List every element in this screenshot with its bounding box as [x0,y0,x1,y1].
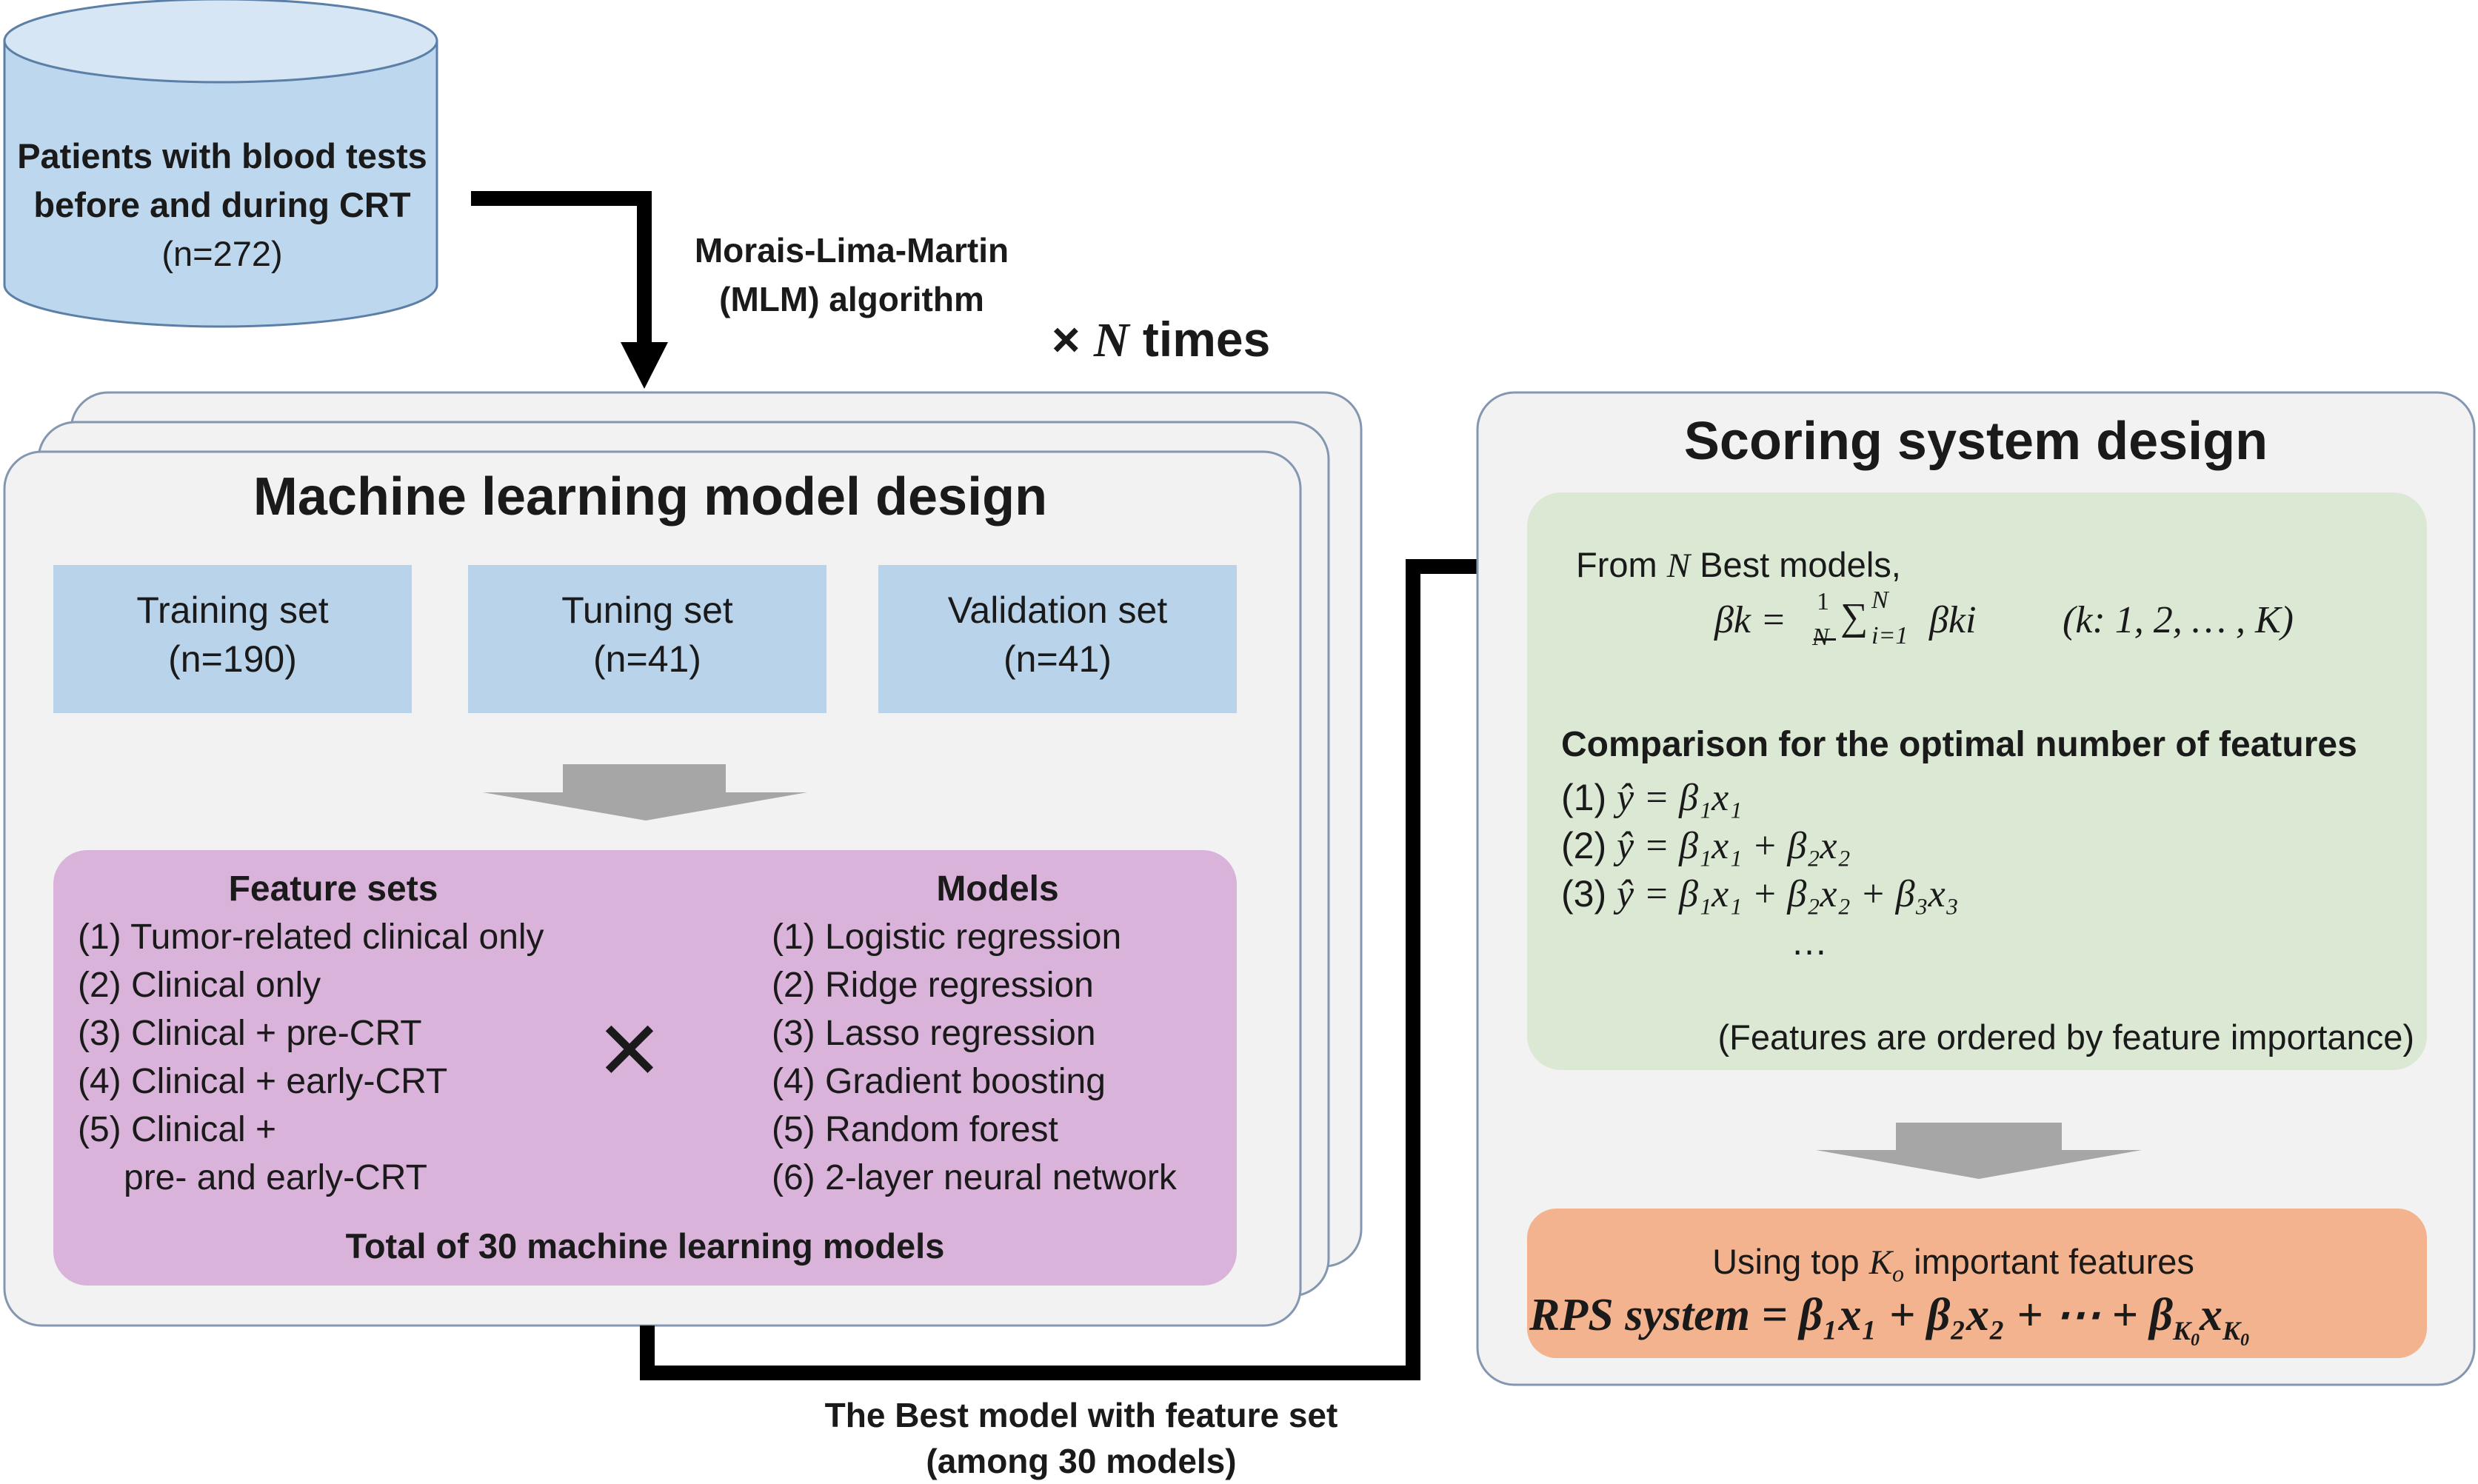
comparison-row-num: (2) [1561,825,1607,866]
best-model-label: The Best model with feature set (among 3… [800,1392,1363,1484]
comparison-row: (3) ŷ = β₁x₁ + β₂x₂ + β₃x₃ [1561,870,2413,918]
comparison-row-eq: ŷ = β₁x₁ + β₂x₂ + β₃x₃ [1617,873,1959,915]
beta-lhs: βk = [1714,599,1787,641]
from-best-models-line: From N Best models, [1576,541,2391,590]
mlm-algorithm-label: Morais-Lima-Martin (MLM) algorithm [652,226,1052,324]
using-variable: K [1868,1243,1893,1282]
rps-x-sub-k: K [2222,1316,2241,1346]
mlm-line1: Morais-Lima-Martin [694,231,1009,270]
model-item: (5) Random forest [772,1110,1058,1149]
comparison-title: Comparison for the optimal number of fea… [1561,725,2357,764]
rps-sub-k: K [2173,1316,2191,1346]
ml-design-title: Machine learning model design [253,467,1048,527]
feature-set-item-continued: pre- and early-CRT [124,1158,427,1197]
feature-set-item: (5) Clinical + [78,1110,277,1149]
from-prefix: From [1576,545,1657,584]
rps-formula: RPS system = β₁x₁ + β₂x₂ + ⋯ + βK0xK0 [1529,1287,2444,1351]
cross-icon: ✕ [595,1006,664,1097]
training-set-count: (n=190) [168,638,297,680]
ml-down-arrow [483,764,807,820]
validation-set-count: (n=41) [1003,638,1112,680]
from-variable: N [1666,547,1691,585]
beta-term: βki [1929,599,1977,641]
tuning-set-count: (n=41) [593,638,701,680]
total-models-label: Total of 30 machine learning models [345,1226,945,1266]
using-subscript: o [1892,1260,1905,1287]
model-item: (6) 2-layer neural network [772,1158,1177,1197]
comparison-rows: (1) ŷ = β₁x₁ (2) ŷ = β₁x₁ + β₂x₂ (3) ŷ =… [1561,774,2413,966]
feature-set-item: (3) Clinical + pre-CRT [78,1014,422,1053]
model-item: (3) Lasso regression [772,1014,1096,1053]
rps-x: x [2200,1290,2223,1340]
best-model-line1: The Best model with feature set [824,1396,1338,1434]
database-line2: before and during CRT [33,185,411,224]
scoring-title: Scoring system design [1683,412,2268,471]
from-suffix: Best models, [1700,545,1901,584]
model-item: (2) Ridge regression [772,966,1094,1005]
models-title: Models [936,869,1059,909]
times-variable: N [1093,313,1129,367]
comparison-ellipsis: … [1791,921,1828,963]
database-label: Patients with blood tests before and dur… [0,132,444,278]
times-symbol: × [1052,312,1081,367]
comparison-row-eq: ŷ = β₁x₁ [1617,777,1743,819]
rps-formula-main: RPS system = β₁x₁ + β₂x₂ + ⋯ + β [1529,1290,2173,1340]
beta-formula: βk = 1 N ∑ N i=1 βki (k: 1, 2, … , K) [1714,586,2418,666]
orange-box [1527,1209,2427,1358]
mlm-line2: (MLM) algorithm [719,280,984,318]
beta-frac-bar [1814,638,1836,641]
times-suffix: times [1142,312,1271,367]
beta-sum: ∑ [1840,596,1868,638]
comparison-row: (1) ŷ = β₁x₁ [1561,774,2413,822]
database-line1: Patients with blood tests [17,136,427,176]
rps-sub-0: 0 [2191,1331,2200,1351]
validation-set-box: Validation set (n=41) [878,565,1237,713]
training-set-label: Training set [136,589,329,631]
using-top-features-line: Using top Ko important features [1529,1241,2377,1287]
scoring-down-arrow [1816,1123,2142,1179]
feature-sets-column: Feature sets (1) Tumor-related clinical … [78,865,596,1202]
models-column: Models (1) Logistic regression (2) Ridge… [772,865,1231,1202]
comparison-row-eq: ŷ = β₁x₁ + β₂x₂ [1617,825,1851,867]
comparison-row-num: (3) [1561,873,1607,915]
validation-set-label: Validation set [947,589,1168,631]
green-box [1527,492,2427,1070]
model-item: (4) Gradient boosting [772,1062,1106,1101]
feature-set-item: (4) Clinical + early-CRT [78,1062,448,1101]
using-suffix: important features [1914,1242,2194,1281]
beta-sum-lower: i=1 [1871,622,1908,649]
mlm-arrow [471,191,668,389]
beta-frac-den: N [1812,624,1829,651]
using-prefix: Using top [1712,1242,1860,1281]
feature-model-box [53,850,1237,1286]
training-set-box: Training set (n=190) [53,565,412,713]
database-count: (n=272) [161,234,283,273]
database-cylinder [3,0,438,328]
feature-set-item: (1) Tumor-related clinical only [78,918,544,957]
best-model-line2: (among 30 models) [926,1442,1237,1480]
model-item: (1) Logistic regression [772,918,1122,957]
beta-range: (k: 1, 2, … , K) [2063,599,2294,641]
beta-sum-upper: N [1871,586,1888,614]
feature-set-item: (2) Clinical only [78,966,321,1005]
tuning-set-label: Tuning set [561,589,733,631]
repeat-label: × N times [1052,311,1333,369]
feature-sets-title: Feature sets [228,869,438,909]
comparison-row-num: (1) [1561,777,1607,818]
tuning-set-box: Tuning set (n=41) [468,565,826,713]
beta-frac-num: 1 [1817,588,1829,615]
feature-ordering-note: (Features are ordered by feature importa… [1717,1017,2414,1057]
comparison-row: (2) ŷ = β₁x₁ + β₂x₂ [1561,822,2413,870]
rps-x-sub-0: 0 [2240,1331,2250,1351]
